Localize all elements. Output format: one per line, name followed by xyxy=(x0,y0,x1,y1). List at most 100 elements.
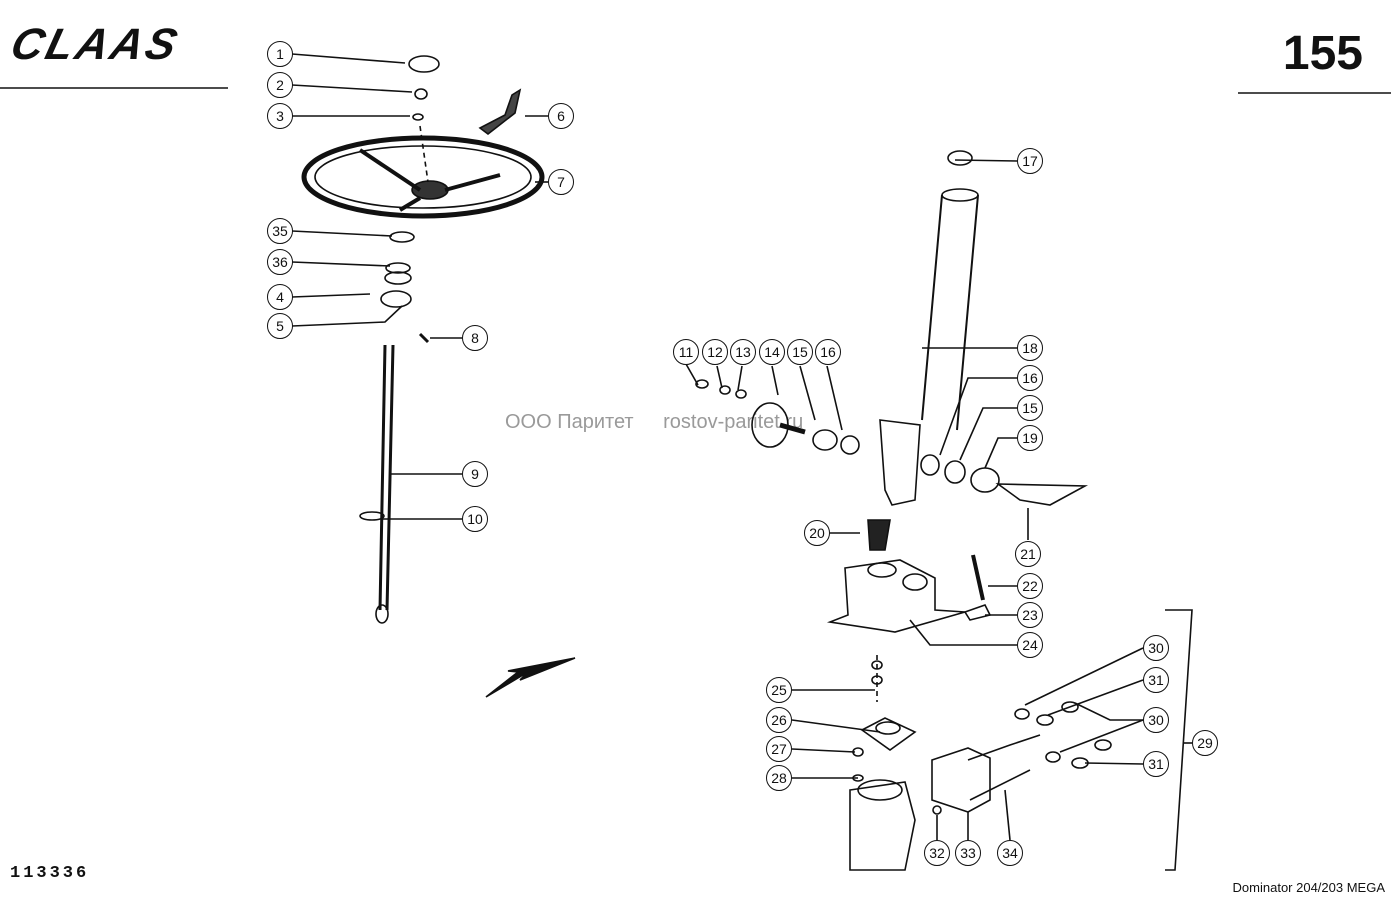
ring-15b xyxy=(944,460,966,484)
callout-15b: 15 xyxy=(1017,395,1043,421)
plate-26 xyxy=(860,717,917,751)
steering-wheel-rim xyxy=(301,135,545,219)
washer xyxy=(412,113,424,121)
housing-hole-b xyxy=(902,573,928,591)
ring-36a xyxy=(385,262,411,274)
leader-30c xyxy=(1059,719,1144,753)
leader-17 xyxy=(954,159,1018,162)
callout-24: 24 xyxy=(1017,632,1043,658)
leader-4 xyxy=(291,293,371,298)
callout-30b: 30 xyxy=(1143,707,1169,733)
callout-5: 5 xyxy=(267,313,293,339)
bush-16b xyxy=(920,454,940,476)
fitting-30b xyxy=(1094,739,1112,751)
callout-12: 12 xyxy=(702,339,728,365)
steering-unit xyxy=(849,781,916,871)
callout-28: 28 xyxy=(766,765,792,791)
clip-23 xyxy=(963,604,992,621)
bracket-29 xyxy=(1165,609,1193,871)
leader-15b xyxy=(959,407,1017,461)
washer-28 xyxy=(852,774,864,782)
spring-22 xyxy=(971,554,985,601)
bush-16 xyxy=(840,435,860,455)
callout-35: 35 xyxy=(267,218,293,244)
callout-9: 9 xyxy=(462,461,488,487)
leader-24 xyxy=(909,619,1017,646)
tube-top xyxy=(941,188,979,202)
bolt-11 xyxy=(695,379,709,389)
callout-16b: 16 xyxy=(1017,365,1043,391)
callout-25: 25 xyxy=(766,677,792,703)
leader-34 xyxy=(1004,789,1011,841)
callout-13: 13 xyxy=(730,339,756,365)
callout-36: 36 xyxy=(267,249,293,275)
leader-31b xyxy=(1084,762,1144,765)
column-end xyxy=(375,604,389,624)
callout-30a: 30 xyxy=(1143,635,1169,661)
watermark-company: ООО Паритет xyxy=(505,411,634,433)
cap xyxy=(408,55,440,73)
callout-16: 16 xyxy=(815,339,841,365)
leader-30b xyxy=(1074,702,1143,721)
leader-36 xyxy=(291,261,391,267)
watermark: ООО Паритет rostov-paritet.ru xyxy=(505,411,827,434)
washer-12 xyxy=(719,385,731,395)
callout-15: 15 xyxy=(787,339,813,365)
spring-20 xyxy=(867,519,891,551)
callout-31a: 31 xyxy=(1143,667,1169,693)
oring-32 xyxy=(932,805,942,815)
callout-17: 17 xyxy=(1017,148,1043,174)
page-number: 155 xyxy=(1282,27,1363,80)
plate-hub xyxy=(875,721,901,735)
callout-8: 8 xyxy=(462,325,488,351)
callout-7: 7 xyxy=(548,169,574,195)
tube-bracket xyxy=(879,419,921,506)
column-shaft xyxy=(378,344,395,611)
callout-21: 21 xyxy=(1015,541,1041,567)
steering-unit-top xyxy=(857,779,903,801)
valve-block-lines xyxy=(967,734,1041,801)
leader-19 xyxy=(984,437,1017,469)
column-ring xyxy=(359,511,385,521)
callout-20: 20 xyxy=(804,520,830,546)
watermark-site: rostov-paritet.ru xyxy=(663,411,804,433)
nut xyxy=(414,88,428,100)
screw-27 xyxy=(852,747,864,757)
callout-22: 22 xyxy=(1017,573,1043,599)
callout-4: 4 xyxy=(267,284,293,310)
callout-32: 32 xyxy=(924,840,950,866)
callout-18: 18 xyxy=(1017,335,1043,361)
fitting-30c xyxy=(1045,751,1061,763)
center-axis xyxy=(419,125,429,183)
callout-14: 14 xyxy=(759,339,785,365)
leader-11-16 xyxy=(685,363,843,431)
leader-27 xyxy=(791,748,856,753)
column-tube xyxy=(921,194,979,431)
callout-29: 29 xyxy=(1192,730,1218,756)
washer-13 xyxy=(735,389,747,399)
bushing-17 xyxy=(947,150,973,166)
pin-8 xyxy=(418,332,430,344)
drawing-number: 113336 xyxy=(10,864,90,883)
ring-36b xyxy=(384,271,412,285)
housing-24 xyxy=(826,559,966,633)
shaft-14 xyxy=(779,422,806,435)
steering-wheel-spokes xyxy=(358,148,501,212)
nut-25b xyxy=(871,675,883,685)
direction-arrow xyxy=(485,657,576,698)
callout-33: 33 xyxy=(955,840,981,866)
ring-35 xyxy=(389,231,415,243)
bushing-5 xyxy=(380,290,412,308)
leader-26 xyxy=(791,719,881,733)
leader-1 xyxy=(291,53,406,64)
fitting-30a xyxy=(1014,708,1030,720)
fitting-31a xyxy=(1036,714,1054,726)
callout-23: 23 xyxy=(1017,602,1043,628)
model-label: Dominator 204/203 MEGA xyxy=(1232,880,1385,895)
callout-27: 27 xyxy=(766,736,792,762)
lever-knob xyxy=(478,88,522,136)
callout-19: 19 xyxy=(1017,425,1043,451)
callout-11: 11 xyxy=(673,339,699,365)
callout-31b: 31 xyxy=(1143,751,1169,777)
valve-block-33 xyxy=(931,747,991,813)
